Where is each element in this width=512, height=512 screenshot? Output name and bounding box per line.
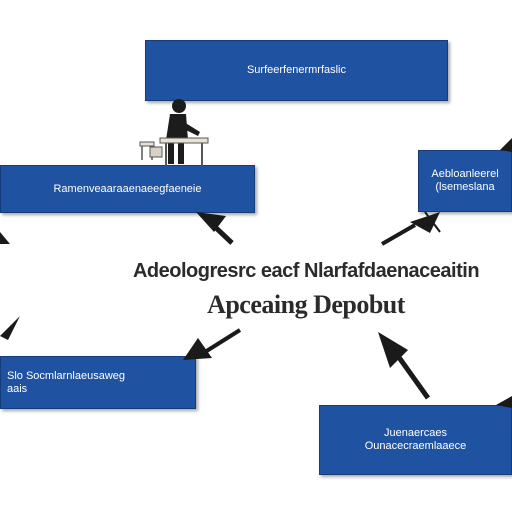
- node-box-bottom-right: Juenaercaes Ounacecraemlaaece: [319, 405, 512, 475]
- node-box-bottom-right-label-1: Juenaercaes: [383, 427, 447, 440]
- hub-title: Adeologresrc eacf Nlarfafdaenaceaitin: [132, 260, 480, 282]
- node-box-bottom-left-label-1: Slo Socmlarnlaeusaweg: [7, 369, 126, 382]
- person-at-lectern-icon: [139, 99, 209, 166]
- edge-arrow-left-upper: [0, 232, 10, 244]
- arrow-to-left-box: [196, 212, 234, 245]
- node-box-right-label-2: (lsemeslana: [435, 181, 495, 193]
- edge-arrow-right-upper: [500, 138, 512, 152]
- node-box-left-label: Ramenveaaraaenaeegfaeneie: [53, 182, 202, 195]
- hub-subtitle: Apceaing Depobut: [207, 290, 405, 319]
- node-box-left: Ramenveaaraaenaeegfaeneie: [0, 165, 255, 213]
- node-box-bottom-left-label-2: aais: [7, 382, 28, 395]
- node-box-top: Surfeerfenermrfaslic: [145, 40, 448, 101]
- node-box-top-label: Surfeerfenermrfaslic: [246, 64, 347, 77]
- node-box-right-label-1: Aebloanleerel: [431, 168, 499, 181]
- arrow-bottom-right-to-hub: [378, 332, 431, 400]
- node-box-right: Aebloanleerel (lsemeslana: [418, 150, 512, 212]
- node-box-bottom-left: Slo Socmlarnlaeusaweg aais: [0, 356, 196, 409]
- node-box-bottom-right-label-2: Ounacecraemlaaece: [364, 440, 467, 452]
- arrow-to-bottom-left-box: [183, 328, 242, 360]
- edge-arrow-right-lower: [496, 396, 512, 408]
- edge-arrow-left-lower: [0, 316, 20, 340]
- arrow-to-right-box: [381, 211, 441, 246]
